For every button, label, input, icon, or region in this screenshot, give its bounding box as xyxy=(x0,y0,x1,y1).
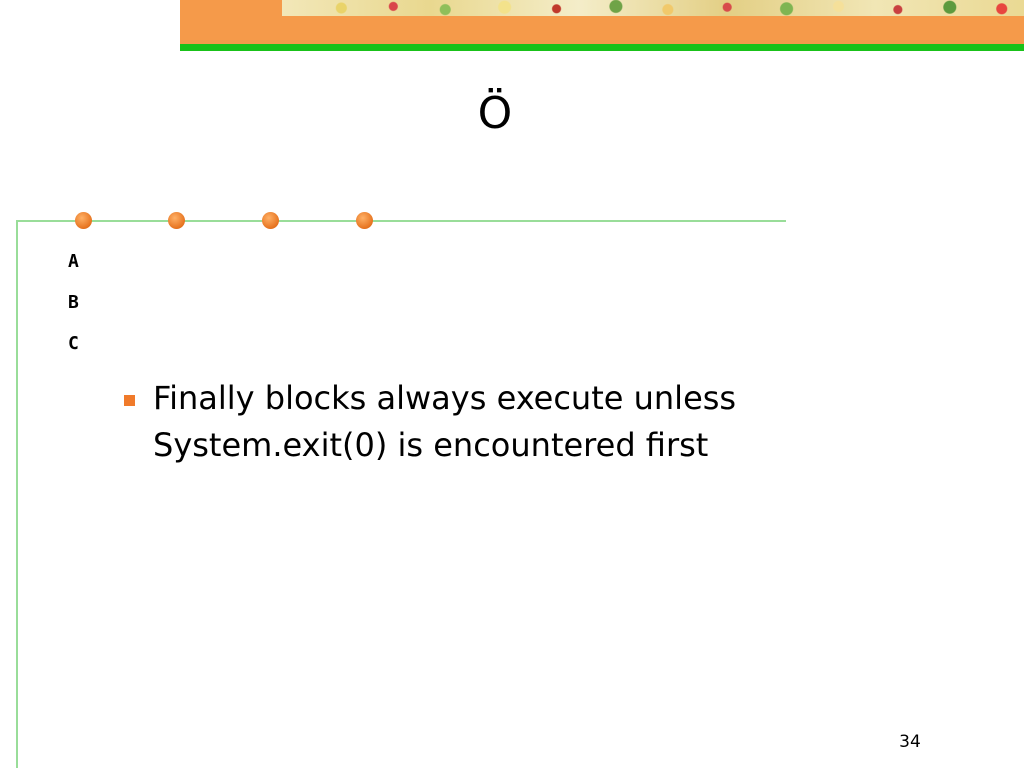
frame-left-line xyxy=(16,220,18,768)
square-bullet-icon xyxy=(124,395,135,406)
decorative-dot xyxy=(168,212,185,229)
bullet-text: Finally blocks always execute unless Sys… xyxy=(153,379,737,464)
frame-top-line xyxy=(16,220,786,222)
floral-decoration xyxy=(282,0,1024,16)
code-line: C xyxy=(68,333,79,354)
code-line: B xyxy=(68,292,79,313)
decorative-dot xyxy=(262,212,279,229)
page-number: 34 xyxy=(899,732,921,752)
header-green-stripe xyxy=(180,44,1024,51)
slide-title: Ö xyxy=(477,88,513,139)
decorative-dot xyxy=(75,212,92,229)
decorative-dot xyxy=(356,212,373,229)
code-line: A xyxy=(68,251,79,272)
code-block: A B C xyxy=(68,248,79,371)
